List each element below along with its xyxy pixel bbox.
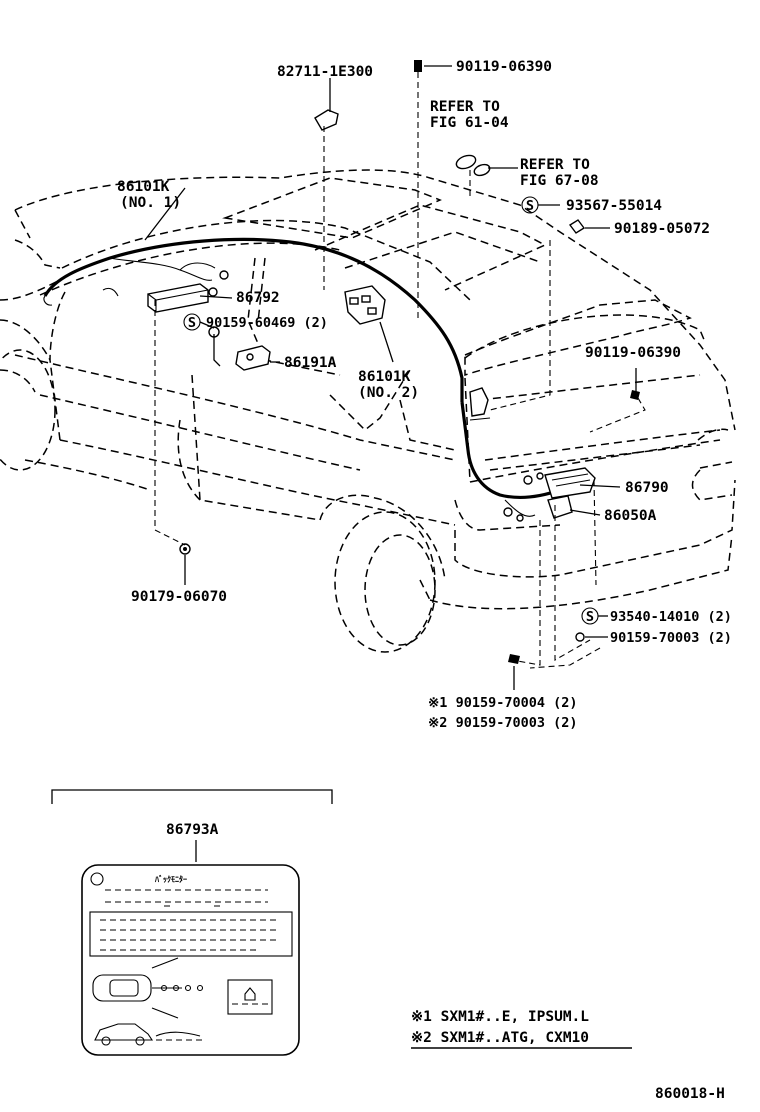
label-82711: 82711-1E300: [277, 64, 373, 80]
label-90119-right: 90119-06390: [585, 345, 681, 361]
label-note2-part: ※2 90159-70003 (2): [428, 715, 577, 731]
part-labels: 82711-1E300 90119-06390 REFER TO FIG 61-…: [117, 59, 732, 838]
nut-90159-70003-icon: [575, 632, 585, 642]
part-symbols: [147, 60, 640, 664]
card-car-side-icon: [94, 1023, 154, 1041]
module-86792-icon: [147, 283, 209, 313]
bracket-86050a-icon: [547, 495, 573, 519]
label-86792: 86792: [236, 290, 280, 306]
position-lines: [154, 72, 646, 669]
clip-90189-icon: [568, 219, 586, 234]
label-90159-70003: 90159-70003 (2): [610, 630, 732, 646]
footnotes: ※1 SXM1#..E, IPSUM.L ※2 SXM1#..ATG, CXM1…: [411, 1009, 632, 1049]
harness-86101k-no2: [460, 401, 561, 500]
label-90159-60469: 90159-60469 (2): [206, 315, 328, 331]
label-86793a: 86793A: [166, 822, 219, 838]
label-86101k-no1-sub: (NO. 1): [120, 195, 181, 211]
card-car-topview-icon: [92, 974, 152, 1002]
card-title: ﾊﾞｯｸﾓﾆﾀｰ: [154, 874, 187, 884]
card-monitor-icon: [227, 979, 273, 1015]
label-93567: 93567-55014: [566, 198, 662, 214]
label-86101k-no2: 86101K: [358, 369, 411, 385]
label-86101k-no2-sub: (NO. 2): [358, 385, 419, 401]
leader-lines: [51, 65, 637, 862]
label-refer-61-line2: FIG 61-04: [430, 115, 509, 131]
label-86790: 86790: [625, 480, 669, 496]
s-mark-text: S: [526, 198, 534, 214]
bolt-90119-right-icon: [630, 390, 640, 400]
harness-86101k-no1: [43, 237, 464, 402]
bolt-90119-top-icon: [414, 60, 422, 72]
label-refer-61-line1: REFER TO: [430, 99, 500, 115]
label-card-86793a: ﾊﾞｯｸﾓﾆﾀｰ: [81, 864, 300, 1056]
label-90189: 90189-05072: [614, 221, 710, 237]
label-note1-part: ※1 90159-70004 (2): [428, 695, 577, 711]
label-refer-67-line1: REFER TO: [520, 157, 590, 173]
label-90179: 90179-06070: [131, 589, 227, 605]
clip-82711-icon: [314, 109, 339, 131]
label-86191a: 86191A: [284, 355, 337, 371]
figure-code: 860018-H: [655, 1086, 725, 1102]
bolt-90159-70004-icon: [508, 654, 520, 664]
label-93540: 93540-14010 (2): [610, 609, 732, 625]
wire-harnesses: [43, 237, 561, 517]
card-hole-icon: [90, 872, 104, 886]
label-86101k-no1: 86101K: [117, 179, 170, 195]
footnote-1: ※1 SXM1#..E, IPSUM.L: [411, 1009, 589, 1025]
vehicle-body: [0, 169, 736, 653]
s-mark-text: S: [188, 315, 196, 331]
label-refer-67-line2: FIG 67-08: [520, 173, 599, 189]
connector-pillar-icon: [344, 285, 386, 325]
label-90119-top: 90119-06390: [456, 59, 552, 75]
footnote-2: ※2 SXM1#..ATG, CXM10: [411, 1030, 589, 1046]
grommet-fig67-icon: [473, 163, 491, 177]
label-86050a: 86050A: [604, 508, 657, 524]
grommet-fig61-icon: [455, 154, 477, 170]
s-mark-text: S: [586, 609, 594, 625]
